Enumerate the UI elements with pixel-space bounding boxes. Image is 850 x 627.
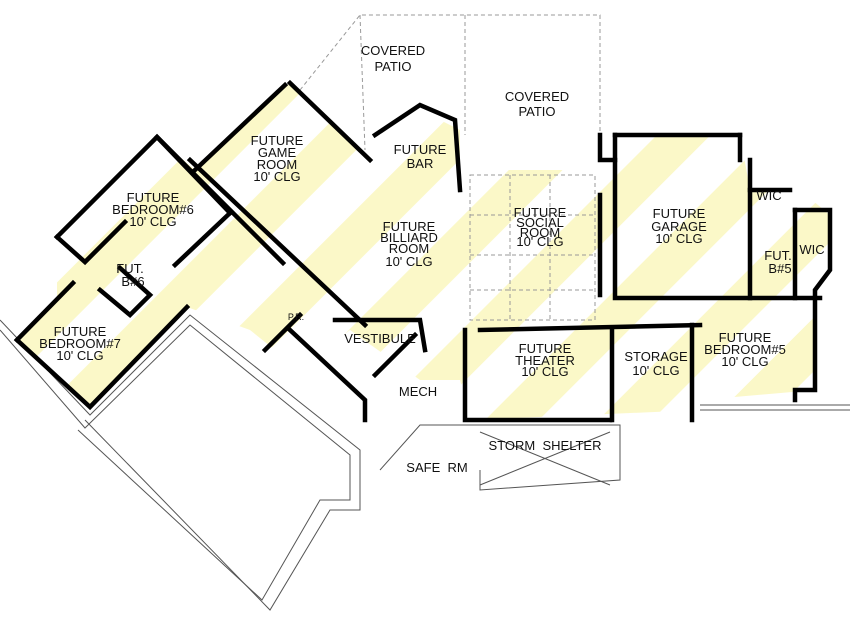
label-safe-room: SAFE RM [406,460,467,475]
label-storm-shelter: STORM SHELTER [489,438,602,453]
storm-shelter-cross [479,431,611,486]
label-vestibule: VESTIBULE [344,331,416,346]
label-mech: MECH [399,384,437,399]
label-bath-6: FUT.B#6 [116,261,144,289]
walls [13,79,833,423]
social-room-ceiling-grid [469,174,596,321]
label-wic-1: WIC [756,188,781,203]
label-powder-room: P.R. [288,312,304,322]
label-bath-5: FUT.B#5 [764,248,791,276]
label-wic-2: WIC [799,242,824,257]
site-outline [0,14,850,611]
